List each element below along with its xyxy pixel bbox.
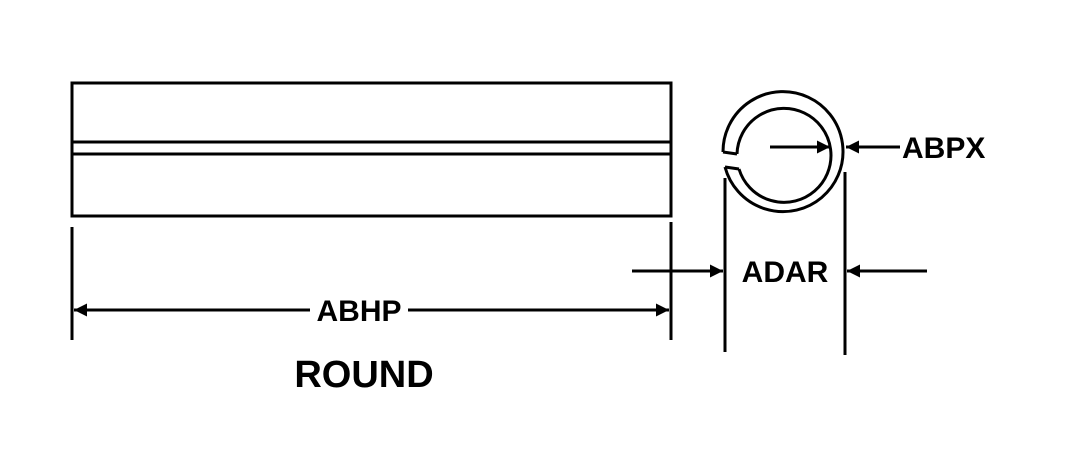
length-dimension: ABHP	[70, 222, 673, 340]
pin-side-view	[70, 81, 673, 218]
ring-outer-arc	[721, 90, 845, 214]
pin-body-outline	[70, 81, 673, 218]
diameter-label: ADAR	[742, 256, 829, 289]
length-label: ABHP	[316, 295, 401, 328]
wall-thickness-dimension: ABPX	[770, 132, 985, 165]
pin-end-view	[721, 90, 845, 214]
ring-slot-edge-bottom	[724, 165, 740, 171]
ring-slot-edge-top	[722, 150, 738, 156]
ring-inner-arc	[735, 106, 833, 204]
diameter-dimension: ADAR	[632, 172, 927, 355]
view-caption: ROUND	[294, 354, 433, 396]
wall-thickness-label: ABPX	[902, 132, 985, 165]
